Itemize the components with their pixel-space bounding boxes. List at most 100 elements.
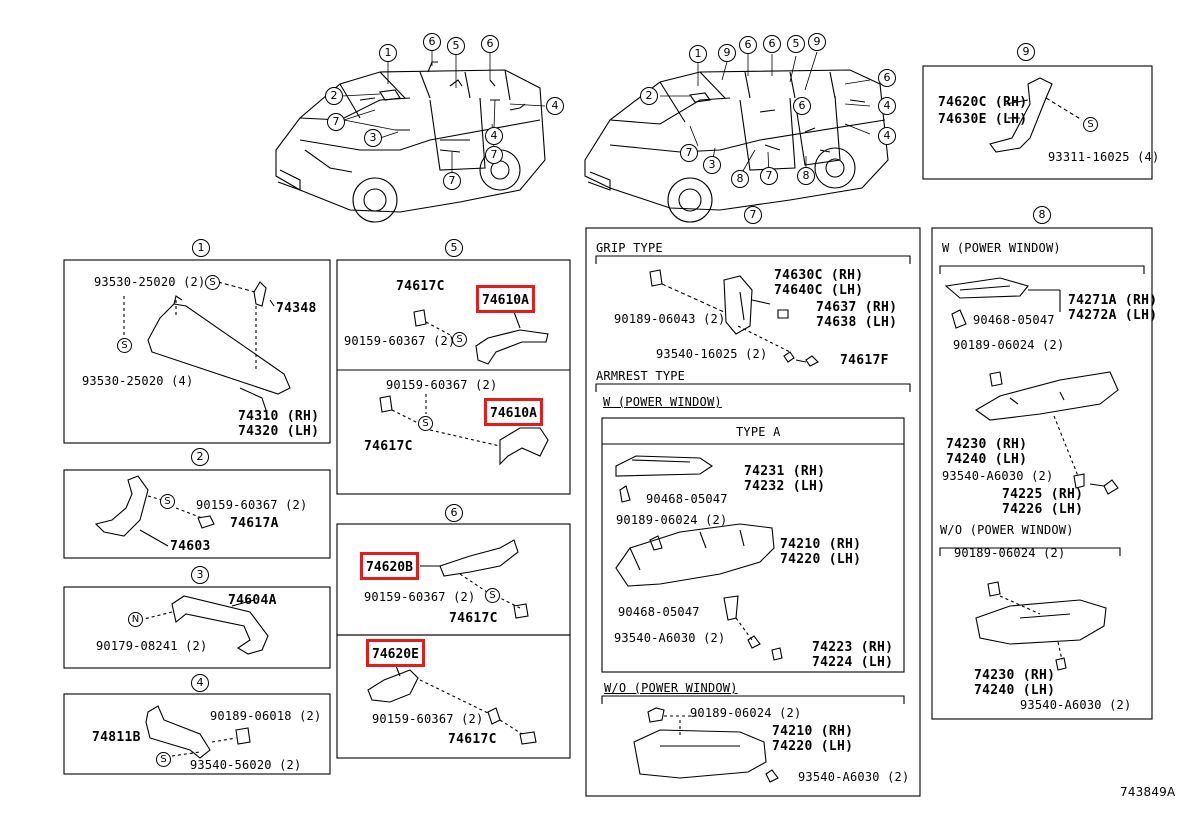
part-74617F: 74617F — [840, 353, 889, 368]
vehicle-illustration-right — [584, 69, 889, 223]
screw-symbol: S — [1083, 117, 1098, 132]
screw-symbol: S — [156, 752, 171, 767]
callout-6: 6 — [481, 35, 499, 53]
callout-5: 5 — [447, 37, 465, 55]
part-93540-A6030: 93540-A6030 (2) — [798, 770, 910, 784]
part-74240: 74240 (LH) — [946, 452, 1028, 467]
section-8-label: 8 — [1033, 206, 1051, 224]
callout-8: 8 — [731, 170, 749, 188]
box-7 — [585, 227, 921, 797]
part-90468-05047: 90468-05047 — [973, 313, 1055, 327]
box-7-part-drawing — [615, 269, 819, 783]
part-74603: 74603 — [170, 539, 211, 554]
part-74226: 74226 (LH) — [1002, 502, 1084, 517]
without-power-window-heading: W/O (POWER WINDOW) — [940, 523, 1074, 537]
grip-type-heading: GRIP TYPE — [596, 241, 663, 255]
part-74604A: 74604A — [228, 593, 277, 608]
callout-4: 4 — [878, 97, 896, 115]
part-90189-06024: 90189-06024 (2) — [954, 546, 1066, 560]
part-90189-06018: 90189-06018 (2) — [210, 709, 322, 723]
section-4-label: 4 — [191, 674, 209, 692]
part-90159-60367: 90159-60367 (2) — [386, 378, 498, 392]
part-74220: 74220 (LH) — [772, 739, 854, 754]
highlighted-part-74620B: 74620B — [360, 552, 419, 580]
callout-5: 5 — [787, 35, 805, 53]
callout-7: 7 — [760, 167, 778, 185]
part-74637: 74637 (RH) — [816, 300, 898, 315]
callout-9: 9 — [718, 44, 736, 62]
part-74620C: 74620C (RH) — [938, 95, 1028, 110]
box-1 — [63, 259, 331, 444]
callout-4: 4 — [878, 127, 896, 145]
part-74320: 74320 (LH) — [238, 424, 320, 439]
without-power-window-heading: W/O (POWER WINDOW) — [604, 681, 738, 695]
box-5 — [336, 259, 571, 495]
part-74224: 74224 (LH) — [812, 655, 894, 670]
callout-7: 7 — [680, 144, 698, 162]
callout-9: 9 — [808, 33, 826, 51]
part-74638: 74638 (LH) — [816, 315, 898, 330]
part-74348: 74348 — [276, 301, 317, 316]
part-74230: 74230 (RH) — [946, 437, 1028, 452]
type-a-heading: TYPE A — [736, 425, 781, 439]
box-type-a — [601, 417, 905, 673]
part-74223: 74223 (RH) — [812, 640, 894, 655]
box-9 — [922, 65, 1153, 180]
part-93540-56020: 93540-56020 (2) — [190, 758, 302, 772]
callout-4: 4 — [485, 127, 503, 145]
part-90189-06024: 90189-06024 (2) — [616, 513, 728, 527]
box-8-part-drawing — [944, 277, 1119, 671]
callout-7: 7 — [485, 146, 503, 164]
part-93540-A6030: 93540-A6030 (2) — [1020, 698, 1132, 712]
highlighted-part-74610A: 74610A — [476, 285, 535, 313]
part-74210: 74210 (RH) — [780, 537, 862, 552]
part-93540-16025: 93540-16025 (2) — [656, 347, 768, 361]
part-74617C: 74617C — [448, 732, 497, 747]
callout-4: 4 — [546, 97, 564, 115]
callout-6: 6 — [739, 36, 757, 54]
part-90468-05047: 90468-05047 — [646, 492, 728, 506]
part-74220: 74220 (LH) — [780, 552, 862, 567]
part-90159-60367: 90159-60367 (2) — [196, 498, 308, 512]
callout-3: 3 — [703, 156, 721, 174]
screw-symbol: S — [117, 338, 132, 353]
section-6-label: 6 — [445, 504, 463, 522]
section-1-label: 1 — [192, 239, 210, 257]
screw-symbol: S — [418, 416, 433, 431]
part-74617A: 74617A — [230, 516, 279, 531]
part-74232: 74232 (LH) — [744, 479, 826, 494]
box-3-part-drawing — [139, 595, 269, 655]
callout-6: 6 — [793, 97, 811, 115]
leader-lines-left-vehicle — [341, 50, 546, 174]
box-8 — [931, 227, 1153, 720]
box-2 — [63, 469, 331, 559]
power-window-heading: W (POWER WINDOW) — [942, 241, 1061, 255]
part-74617C: 74617C — [396, 279, 445, 294]
part-74271A: 74271A (RH) — [1068, 293, 1158, 308]
part-90189-06043: 90189-06043 (2) — [614, 312, 726, 326]
box-6-part-drawing — [367, 539, 537, 745]
screw-symbol: S — [485, 588, 500, 603]
part-74617C: 74617C — [364, 439, 413, 454]
callout-1: 1 — [379, 44, 397, 62]
box-2-part-drawing — [94, 475, 215, 547]
part-90159-60367: 90159-60367 (2) — [344, 334, 456, 348]
box-5-part-drawing — [379, 309, 549, 466]
part-74630C: 74630C (RH) — [774, 268, 864, 283]
callout-3: 3 — [364, 129, 382, 147]
part-90189-06024: 90189-06024 (2) — [953, 338, 1065, 352]
part-74272A: 74272A (LH) — [1068, 308, 1158, 323]
part-93311-16025: 93311-16025 (4) — [1048, 150, 1160, 164]
highlighted-part-74610A: 74610A — [484, 398, 543, 426]
part-93540-A6030: 93540-A6030 (2) — [614, 631, 726, 645]
part-74640C: 74640C (LH) — [774, 283, 864, 298]
box-3 — [63, 586, 331, 669]
section-7-label: 7 — [744, 206, 762, 224]
section-9-label: 9 — [1017, 43, 1035, 61]
part-93540-A6030: 93540-A6030 (2) — [942, 469, 1054, 483]
box-1-part-drawing — [123, 281, 291, 411]
screw-symbol: S — [205, 275, 220, 290]
part-90189-06024: 90189-06024 (2) — [690, 706, 802, 720]
part-74811B: 74811B — [92, 730, 141, 745]
